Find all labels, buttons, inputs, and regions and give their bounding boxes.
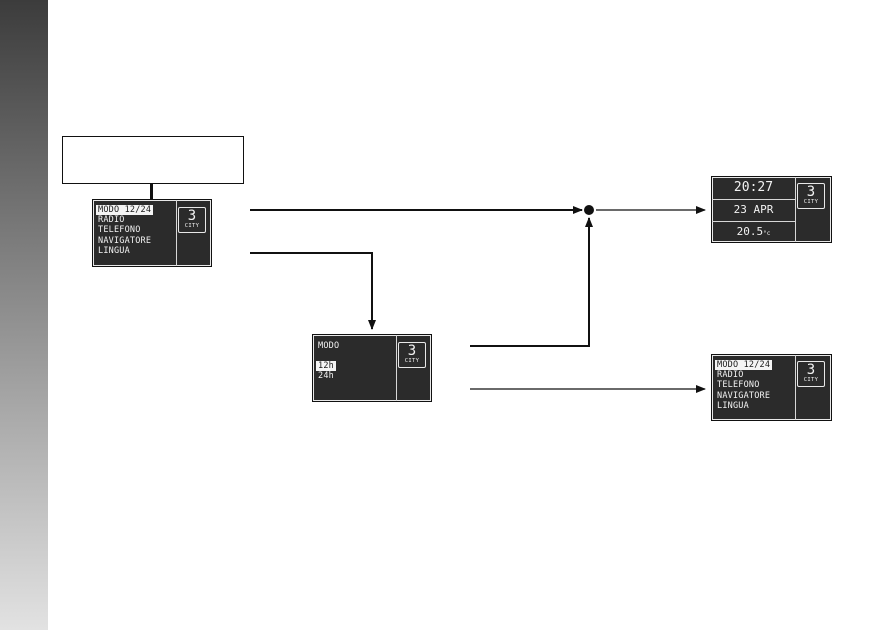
city-badge-number: 3	[806, 362, 816, 378]
clock-divider-bottom	[712, 221, 795, 222]
menu-item-telefono[interactable]: TELEFONO	[717, 380, 760, 391]
menu-screen: MODO 12/24 RADIO TELEFONO NAVIGATORE LIN…	[92, 199, 212, 267]
menu-item-lingua[interactable]: LINGUA	[717, 400, 749, 411]
mode-screen: MODO 12h 24h 3 CITY	[312, 334, 432, 402]
mode-option-12h-label: 12h	[316, 361, 336, 372]
menu-item-lingua[interactable]: LINGUA	[98, 245, 130, 256]
city-badge: 3 CITY	[797, 361, 825, 387]
menu-item-modo[interactable]: MODO 12/24	[96, 205, 154, 216]
arrow-mode-to-junction	[470, 217, 593, 347]
junction-dot	[584, 205, 594, 215]
menu-item-navigatore[interactable]: NAVIGATORE	[717, 390, 771, 401]
clock-temperature-row: 20.5°c	[712, 225, 795, 241]
clock-temperature-unit: °c	[763, 230, 771, 237]
mode-option-12h[interactable]: 12h	[316, 361, 339, 372]
clock-screen-main-area	[712, 177, 796, 242]
city-badge-number: 3	[187, 208, 197, 224]
menu-item-radio[interactable]: RADIO	[98, 215, 125, 226]
mode-list: MODO 12h 24h	[316, 341, 340, 382]
city-badge: 3 CITY	[178, 207, 206, 233]
menu-item-navigatore[interactable]: NAVIGATORE	[98, 235, 152, 246]
clock-divider-top	[712, 199, 795, 200]
arrow-menu-to-mode	[250, 252, 376, 330]
result-menu-screen-main-area	[712, 355, 796, 420]
result-menu-screen: MODO 12/24 RADIO TELEFONO NAVIGATORE LIN…	[711, 354, 832, 421]
caption-connector-line	[150, 183, 153, 199]
mode-title: MODO	[318, 341, 340, 351]
clock-time: 20:27	[733, 180, 774, 195]
clock-temperature: 20.5	[736, 225, 764, 238]
city-badge-label: CITY	[184, 223, 200, 229]
menu-item-radio[interactable]: RADIO	[717, 370, 744, 381]
city-badge-number: 3	[806, 184, 816, 200]
side-gradient-strip	[0, 0, 48, 630]
menu-screen-main-area	[93, 200, 177, 266]
menu-list: MODO 12/24 RADIO TELEFONO NAVIGATORE LIN…	[96, 205, 154, 256]
city-badge-label: CITY	[803, 377, 819, 383]
city-badge: 3 CITY	[398, 342, 426, 368]
menu-item-telefono[interactable]: TELEFONO	[98, 225, 141, 236]
empty-caption-box	[62, 136, 244, 184]
result-menu-list: MODO 12/24 RADIO TELEFONO NAVIGATORE LIN…	[715, 360, 773, 411]
clock-screen: 20:27 23 APR 20.5°c 3 CITY	[711, 176, 832, 243]
mode-screen-main-area	[313, 335, 397, 401]
city-badge: 3 CITY	[797, 183, 825, 209]
mode-option-24h[interactable]: 24h	[318, 371, 334, 382]
city-badge-label: CITY	[404, 358, 420, 364]
clock-date: 23 APR	[733, 203, 774, 216]
city-badge-number: 3	[407, 343, 417, 359]
menu-item-modo[interactable]: MODO 12/24	[715, 360, 773, 371]
city-badge-label: CITY	[803, 199, 819, 205]
